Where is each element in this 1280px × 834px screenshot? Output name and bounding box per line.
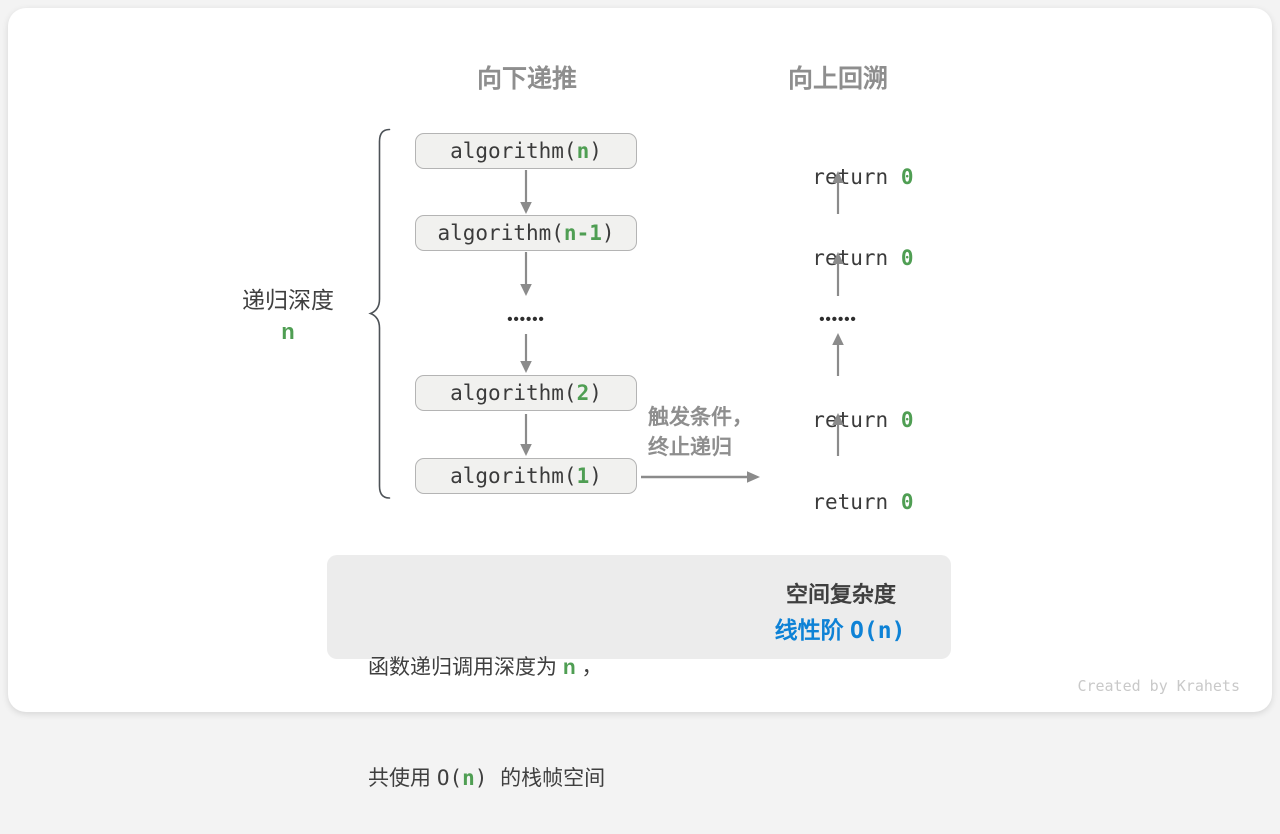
call-box-1-prefix: algorithm( (450, 464, 577, 488)
return-keyword: return (812, 490, 901, 514)
summary-l1-tail: ， (575, 656, 603, 679)
summary-panel (327, 555, 951, 659)
call-box-n-1-prefix: algorithm( (437, 221, 564, 245)
header-backtrack: 向上回溯 (787, 65, 889, 93)
summary-l1-var: n (562, 656, 576, 679)
call-box-n-arg: n (576, 139, 590, 163)
summary-left-text: 函数递归调用深度为 n ， 共使用 O(n) 的栈帧空间 (368, 575, 605, 834)
summary-title: 空间复杂度 (785, 582, 897, 607)
summary-line2: 共使用 O(n) 的栈帧空间 (368, 760, 605, 797)
call-box-n-1: algorithm(n-1) (415, 215, 637, 251)
return-row-1: return 0 (787, 138, 913, 189)
call-box-2-suffix: ) (589, 381, 602, 405)
return-value: 0 (900, 246, 914, 270)
header-descend: 向下递推 (476, 65, 578, 93)
call-box-n-1-arg: n-1 (563, 221, 602, 245)
base-case-line2: 终止递归 (648, 436, 732, 459)
summary-l2-open: O( (436, 766, 463, 790)
call-box-1-suffix: ) (589, 464, 602, 488)
call-box-2-prefix: algorithm( (450, 381, 577, 405)
credit-text: Created by Krahets (1077, 677, 1240, 695)
call-box-n-1-suffix: ) (601, 221, 615, 245)
summary-result-value: O(n) (850, 618, 906, 644)
call-stack-ellipsis: •••••• (507, 311, 545, 328)
call-box-n-suffix: ) (589, 139, 602, 163)
return-value: 0 (900, 490, 914, 514)
call-box-2: algorithm(2) (415, 375, 637, 411)
return-keyword: return (812, 246, 901, 270)
summary-line1: 函数递归调用深度为 n ， (368, 649, 605, 686)
summary-l1-text: 函数递归调用深度为 (368, 656, 563, 679)
call-box-1-arg: 1 (576, 464, 590, 488)
return-row-2: return 0 (787, 219, 913, 270)
return-row-3: return 0 (787, 381, 913, 432)
return-value: 0 (900, 165, 914, 189)
return-value: 0 (900, 408, 914, 432)
summary-l2-tail: 的栈帧空间 (500, 767, 606, 790)
summary-l2-var: n (462, 766, 475, 790)
summary-result: 线性阶 O(n) (775, 611, 906, 645)
summary-l2-close: ) (474, 766, 501, 790)
return-ellipsis: •••••• (819, 311, 857, 328)
call-box-2-arg: 2 (576, 381, 590, 405)
summary-result-label: 线性阶 (774, 617, 850, 643)
return-keyword: return (812, 408, 901, 432)
call-box-n: algorithm(n) (415, 133, 637, 169)
base-case-line1: 触发条件， (648, 406, 753, 429)
return-row-4: return 0 (787, 463, 913, 514)
depth-value: n (281, 319, 295, 344)
call-box-n-prefix: algorithm( (450, 139, 577, 163)
summary-l2-text: 共使用 (368, 767, 437, 790)
return-keyword: return (812, 165, 901, 189)
call-box-1: algorithm(1) (415, 458, 637, 494)
depth-label: 递归深度 (242, 287, 334, 313)
